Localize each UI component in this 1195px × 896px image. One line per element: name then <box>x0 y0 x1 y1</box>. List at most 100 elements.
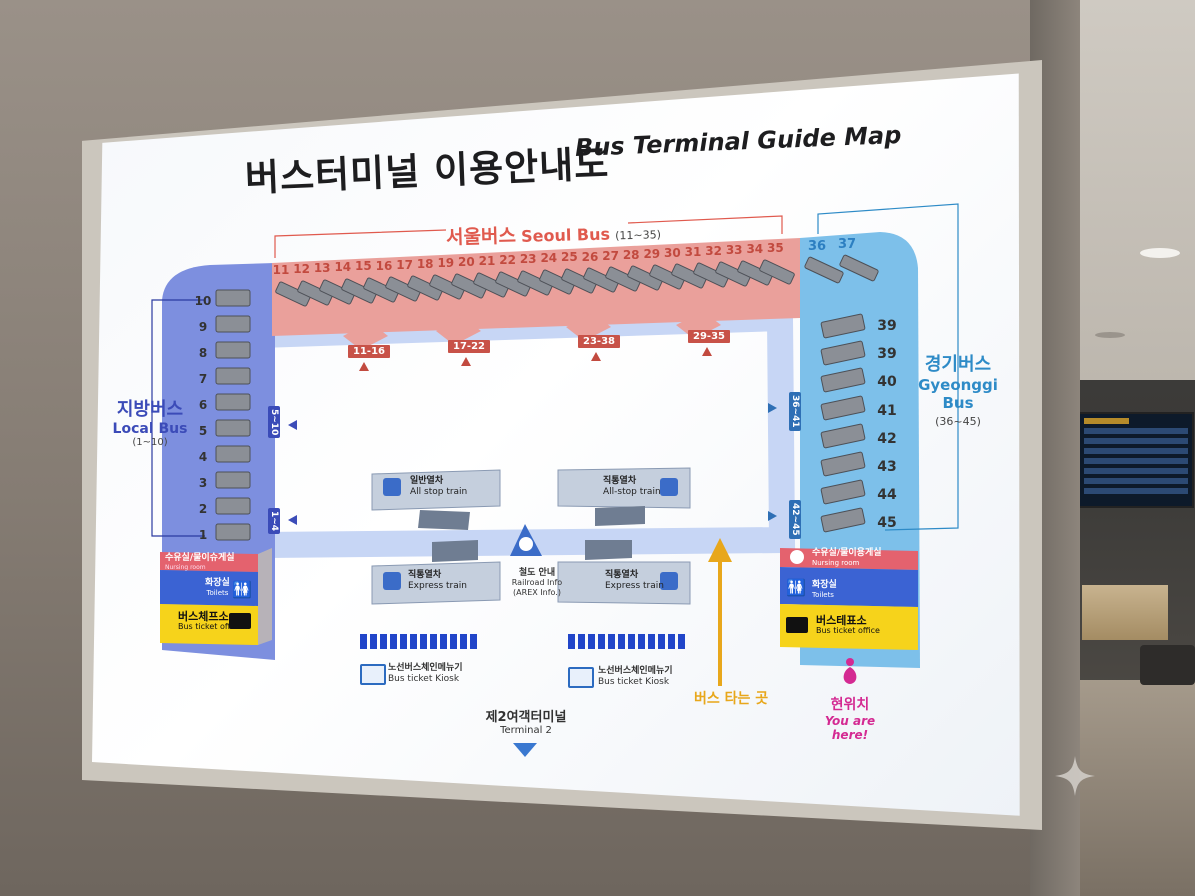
seoul-buses <box>275 254 879 307</box>
seoul-stop-31: 31 <box>684 245 702 259</box>
gyeonggi-stop-36: 36 <box>807 239 827 254</box>
local-stop-7: 7 <box>198 372 208 386</box>
local-stop-8: 8 <box>198 346 208 360</box>
express-train-left: 직통열차 Express train <box>408 570 467 591</box>
nursing-room-left-en: Nursing room <box>165 564 206 571</box>
ceiling-light <box>1140 248 1180 258</box>
gyeonggi-stop-39: 39 <box>877 318 897 334</box>
block-side-left <box>258 548 272 645</box>
nursing-icon <box>790 550 804 564</box>
seoul-stop-27: 27 <box>602 248 619 263</box>
local-stop-9: 9 <box>198 320 208 334</box>
seoul-gate-1: 11-16 <box>348 345 390 358</box>
seoul-gate-4-arrow-icon <box>702 347 712 356</box>
seoul-stop-21: 21 <box>478 254 496 268</box>
seoul-gate-4: 29-35 <box>688 330 730 343</box>
seoul-stop-24: 24 <box>540 251 558 266</box>
train-icon <box>660 572 678 590</box>
kiosk-icon <box>360 664 386 685</box>
gyeonggi-stop-39: 39 <box>877 346 897 363</box>
departure-board <box>1078 412 1194 508</box>
gyeonggi-bracket <box>817 203 959 531</box>
kiosk-row-left <box>360 634 477 649</box>
gyeonggi-stop-40: 40 <box>877 374 897 391</box>
seoul-stop-16: 16 <box>375 258 393 273</box>
seoul-stop-25: 25 <box>561 250 578 265</box>
railroad-info: 철도 안내 Railroad Info (AREX Info.) <box>511 568 563 597</box>
gyeonggi-stop-41: 41 <box>877 402 897 419</box>
seoul-bus-label-ko: 서울버스 <box>445 224 517 249</box>
all-stop-train-left: 일반열차 All stop train <box>410 476 468 497</box>
local-gate-2-arrow-icon <box>288 515 297 525</box>
arrow-up-head-icon <box>708 538 732 562</box>
seoul-gate-3-arrow-icon <box>591 352 601 361</box>
gyeonggi-stop-42: 42 <box>877 430 897 447</box>
gyeonggi-stop-44: 44 <box>877 487 897 504</box>
seoul-bracket-right <box>627 215 783 234</box>
express-train-right: 직통열차 Express train <box>605 570 664 591</box>
gyeonggi-gate-1-arrow-icon <box>768 403 777 413</box>
gyeonggi-stop-43: 43 <box>877 459 897 475</box>
local-bus-range: (1~10) <box>132 437 168 448</box>
kiosk-label-right: 노선버스체인메뉴기 Bus ticket Kiosk <box>598 666 673 687</box>
terminal-2-arrow-icon <box>513 743 537 757</box>
local-stop-3: 3 <box>198 476 208 490</box>
seoul-stop-12: 12 <box>293 262 310 277</box>
seoul-stop-22: 22 <box>499 253 516 268</box>
ticket-office-right: 버스테표소 Bus ticket office <box>816 614 880 635</box>
seoul-gate-3: 23-38 <box>578 335 620 348</box>
local-stop-6: 6 <box>198 398 208 412</box>
seoul-stop-23: 23 <box>519 252 537 267</box>
you-are-here: 현위치 You are here! <box>824 697 876 742</box>
local-bus-label-ko: 지방버스 <box>116 399 184 420</box>
seoul-stop-34: 34 <box>746 242 764 257</box>
local-bus-label-en: Local Bus <box>112 421 188 437</box>
escalators <box>418 506 645 562</box>
seoul-stop-35: 35 <box>767 241 784 256</box>
train-icon <box>383 478 401 496</box>
seoul-stop-13: 13 <box>313 261 331 276</box>
terminal-2-label: 제2여객터미널 Terminal 2 <box>485 710 567 736</box>
nursing-room-right: 수유실/물이용게실 Nursing room <box>812 548 882 567</box>
seoul-stop-11: 11 <box>272 263 290 277</box>
train-icon <box>660 478 678 496</box>
toilet-block-left <box>160 570 258 606</box>
kiosk-icon <box>568 667 594 688</box>
toilet-icon: 🚻 <box>786 578 806 597</box>
seoul-stop-29: 29 <box>643 246 661 261</box>
local-buses <box>215 289 251 541</box>
gyeonggi-stop-45: 45 <box>877 515 897 532</box>
gyeonggi-bus-label-ko: 경기버스 <box>924 354 992 375</box>
kiosk-label-left: 노선버스체인메뉴기 Bus ticket Kiosk <box>388 663 463 684</box>
toilets-right: 화장실 Toilets <box>812 580 837 599</box>
seoul-bus-label: 서울버스 Seoul Bus (11~35) <box>446 217 661 250</box>
seoul-stop-15: 15 <box>355 259 372 274</box>
seoul-stop-30: 30 <box>664 245 681 260</box>
gyeonggi-bus-label-en: Gyeonggi <box>918 376 998 394</box>
ticket-block-right <box>780 604 918 650</box>
seoul-gate-2-arrow-icon <box>461 357 471 366</box>
seoul-stop-32: 32 <box>705 244 722 259</box>
gyeonggi-gate-2-arrow-icon <box>768 511 777 521</box>
seoul-stop-17: 17 <box>396 257 413 272</box>
ticket-icon <box>786 617 808 633</box>
seoul-stop-28: 28 <box>622 247 640 262</box>
seoul-gate-2: 17-22 <box>448 340 490 353</box>
local-gate-1: 5~10 <box>268 406 280 439</box>
seoul-stop-33: 33 <box>725 243 743 258</box>
seoul-stop-19: 19 <box>437 255 455 270</box>
gyeonggi-gate-1: 36~41 <box>789 392 801 431</box>
location-pin-icon <box>843 658 857 684</box>
sparkle-icon <box>1055 756 1095 796</box>
seoul-gate-shelters <box>343 311 721 350</box>
service-counter <box>1082 585 1168 640</box>
floor <box>1075 680 1195 896</box>
gyeonggi-bus-label-en2: Bus <box>942 394 974 412</box>
seoul-gate-1-arrow-icon <box>359 362 369 371</box>
nursing-block-right <box>780 548 918 570</box>
train-icon <box>383 572 401 590</box>
toilets-left: 화장실 Toilets <box>205 578 230 597</box>
gyeonggi-bus-range: (36~45) <box>935 415 981 428</box>
local-stop-10: 10 <box>194 294 212 308</box>
